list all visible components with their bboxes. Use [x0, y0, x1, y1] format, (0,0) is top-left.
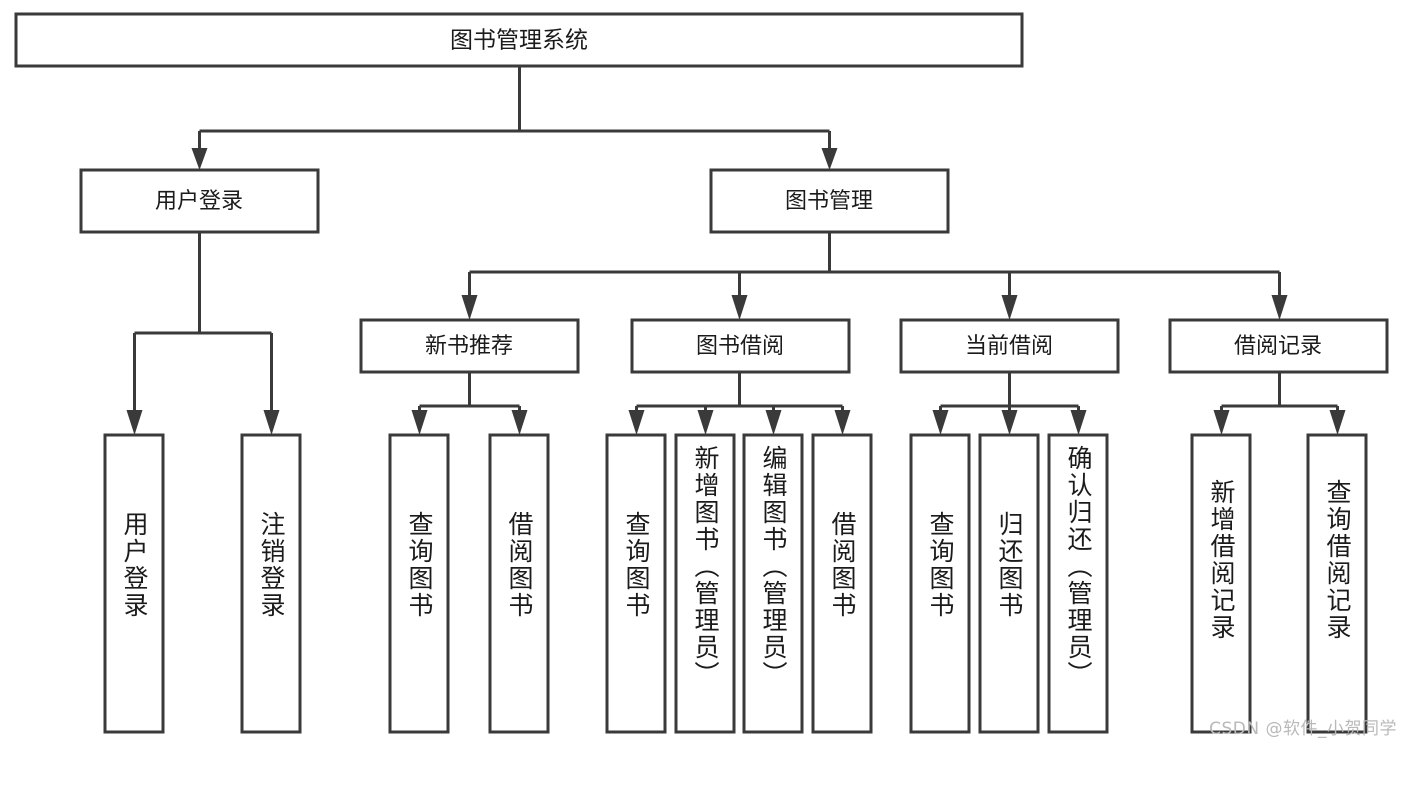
node-new-book-recommend-label: 新书推荐	[425, 334, 513, 359]
arrow-head-leaf-confirm-return	[1070, 410, 1087, 435]
node-user-login-label: 用户登录	[155, 189, 243, 214]
leaf-add-record-box[interactable]	[1190, 433, 1252, 734]
leaf-query-book-3-box[interactable]	[909, 433, 971, 734]
csdn-watermark: CSDN @软件_小贺同学	[1209, 719, 1397, 739]
arrow-head-leaf-query-book-3	[932, 410, 949, 435]
connector-group-book-borrow	[628, 372, 851, 435]
arrow-head-leaf-user-login	[126, 410, 143, 435]
leaf-add-book-box[interactable]	[674, 433, 736, 734]
flowchart-svg: 图书管理系统 用户登录 图书管理 新书推荐 图书借阅 当前借阅 借阅记录	[14, 12, 1389, 734]
connector-group-book-manage	[461, 232, 1288, 320]
node-book-borrow[interactable]: 图书借阅	[630, 318, 851, 374]
node-current-borrow[interactable]: 当前借阅	[899, 318, 1120, 374]
node-user-login[interactable]: 用户登录	[79, 168, 320, 234]
flowchart-canvas: 图书管理系统 用户登录 图书管理 新书推荐 图书借阅 当前借阅 借阅记录	[14, 12, 1397, 739]
node-user-login-box[interactable]	[79, 168, 320, 234]
arrow-head-new-book-recommend	[461, 295, 478, 320]
node-current-borrow-box[interactable]	[899, 318, 1120, 374]
arrow-head-leaf-borrow-book-2	[834, 410, 851, 435]
arrow-head-leaf-add-book	[697, 410, 714, 435]
arrow-head-leaf-query-book-2	[628, 410, 645, 435]
connector-group-user-login	[126, 232, 280, 435]
leaf-nodes-group	[103, 433, 1368, 734]
arrow-head-leaf-query-book-1	[411, 410, 428, 435]
leaf-user-logout-box[interactable]	[240, 433, 302, 734]
connector-group-new-book-recommend	[411, 372, 528, 435]
leaf-confirm-return-box[interactable]	[1047, 433, 1109, 734]
node-root-label: 图书管理系统	[450, 28, 588, 54]
leaf-borrow-book-2-box[interactable]	[811, 433, 873, 734]
node-current-borrow-label: 当前借阅	[965, 334, 1053, 359]
connector-group-borrow-record	[1213, 372, 1346, 435]
leaf-query-record-box[interactable]	[1306, 433, 1368, 734]
connector-group-current-borrow	[932, 372, 1087, 435]
arrow-head-leaf-query-record	[1329, 410, 1346, 435]
arrow-head-leaf-user-logout	[263, 410, 280, 435]
node-borrow-record-label: 借阅记录	[1234, 334, 1322, 359]
arrow-head-current-borrow	[1001, 295, 1018, 320]
arrow-head-book-manage	[821, 148, 838, 170]
arrow-head-borrow-record	[1271, 295, 1288, 320]
node-borrow-record-box[interactable]	[1168, 318, 1389, 374]
node-book-borrow-label: 图书借阅	[696, 334, 784, 359]
leaf-borrow-book-1-box[interactable]	[488, 433, 550, 734]
node-book-manage-label: 图书管理	[785, 189, 873, 214]
leaf-user-login-box[interactable]	[103, 433, 165, 734]
node-book-manage-box[interactable]	[709, 168, 950, 234]
arrow-head-leaf-return-book	[1001, 410, 1018, 435]
node-book-manage[interactable]: 图书管理	[709, 168, 950, 234]
node-new-book-recommend[interactable]: 新书推荐	[359, 318, 580, 374]
leaf-edit-book-box[interactable]	[742, 433, 804, 734]
node-borrow-record[interactable]: 借阅记录	[1168, 318, 1389, 374]
node-book-borrow-box[interactable]	[630, 318, 851, 374]
arrow-head-book-borrow	[731, 295, 748, 320]
connector-group-root	[191, 66, 838, 170]
node-new-book-recommend-box[interactable]	[359, 318, 580, 374]
arrow-head-leaf-add-record	[1213, 410, 1230, 435]
node-root-box[interactable]	[14, 12, 1024, 68]
leaf-return-book-box[interactable]	[978, 433, 1040, 734]
arrow-head-user-login	[191, 148, 208, 170]
arrow-head-leaf-borrow-book-1	[511, 410, 528, 435]
leaf-query-book-2-box[interactable]	[605, 433, 667, 734]
node-root[interactable]: 图书管理系统	[14, 12, 1024, 68]
leaf-query-book-1-box[interactable]	[388, 433, 450, 734]
arrow-head-leaf-edit-book	[765, 410, 782, 435]
